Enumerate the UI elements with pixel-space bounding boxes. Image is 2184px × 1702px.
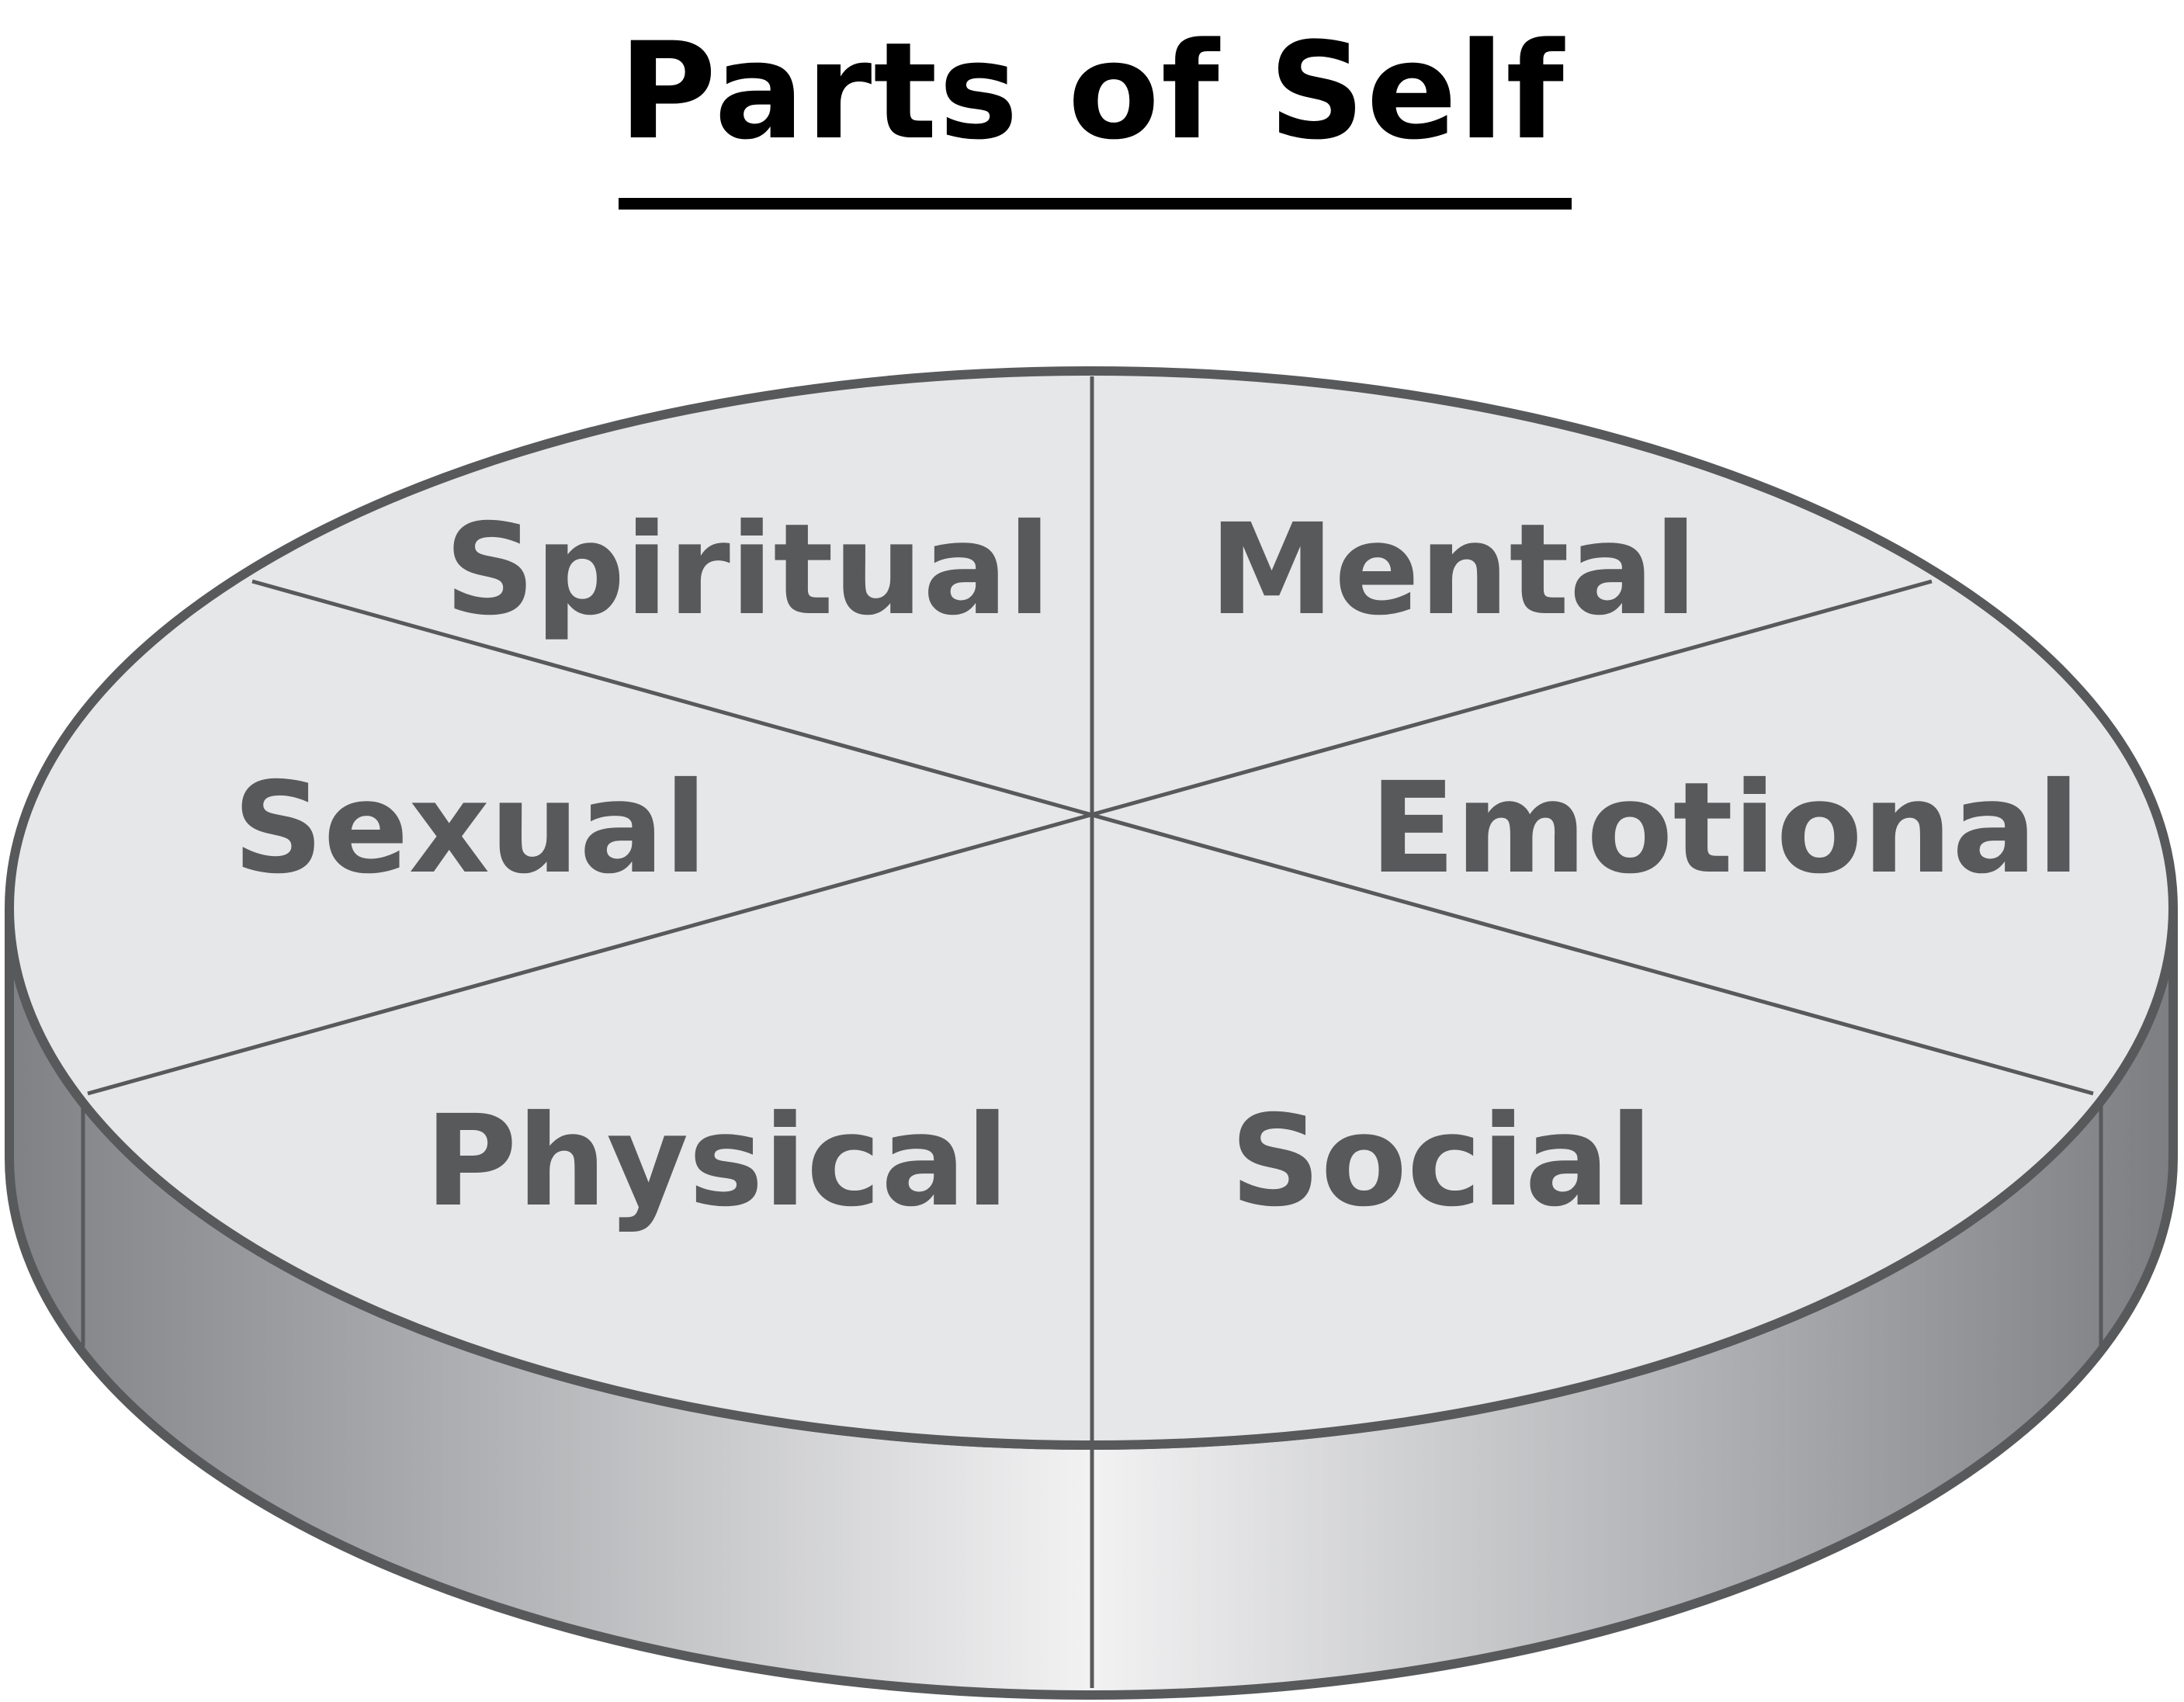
segment-label-sexual: Sexual [233,756,707,902]
diagram-title: Parts of Self [618,13,1565,169]
segment-label-mental: Mental [1209,497,1697,643]
divider-ne-sw [87,579,1933,1096]
title-underline [619,198,1572,210]
segment-label-spiritual: Spiritual [445,497,1051,643]
divider-nw-se [251,579,2094,1096]
title-block: Parts of Self [0,0,2184,233]
segment-label-physical: Physical [425,1089,1010,1235]
segment-label-social: Social [1230,1089,1652,1235]
segment-label-emotional: Emotional [1370,756,2080,902]
